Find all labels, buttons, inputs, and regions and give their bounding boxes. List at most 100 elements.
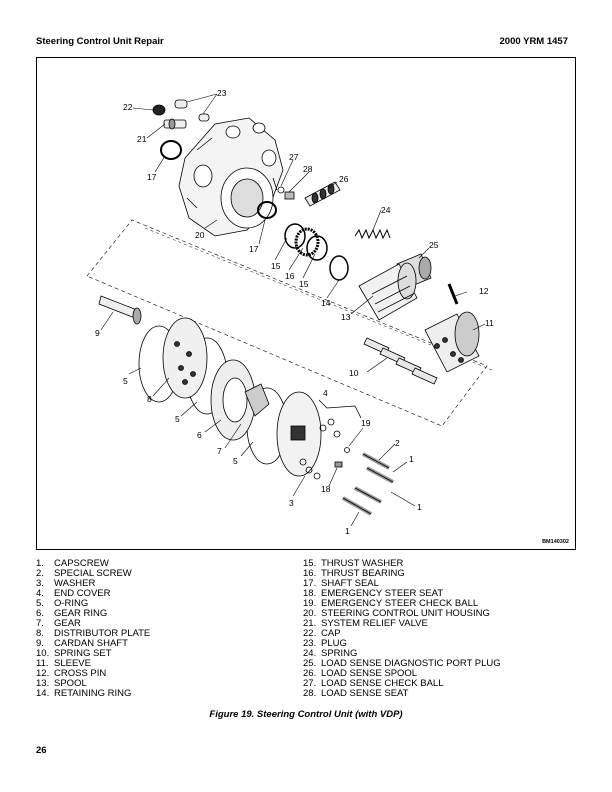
legend-item: 25.LOAD SENSE DIAGNOSTIC PORT PLUG xyxy=(303,658,501,669)
callout-15-b: 15 xyxy=(299,279,309,289)
check-ball-part-27 xyxy=(277,186,285,194)
callout-5-b: 5 xyxy=(175,414,180,424)
capscrews-part-1 xyxy=(342,452,394,516)
callout-14: 14 xyxy=(321,298,331,308)
callout-25: 25 xyxy=(429,240,439,250)
thrust-bearing-part-16 xyxy=(294,227,320,257)
parts-legend-right: 15.THRUST WASHER 16.THRUST BEARING 17.SH… xyxy=(303,559,573,699)
callout-11: 11 xyxy=(485,318,494,328)
shaft-seal-part-17 xyxy=(160,140,182,160)
legend-item: 26.LOAD SENSE SPOOL xyxy=(303,668,418,679)
callout-12: 12 xyxy=(479,286,489,296)
shaft-seal-part-17-lower xyxy=(257,201,277,219)
figure-code: BM140302 xyxy=(542,539,569,545)
callout-22: 22 xyxy=(123,102,133,112)
header-document-code: 2000 YRM 1457 xyxy=(499,36,569,47)
callout-21: 21 xyxy=(137,134,147,144)
legend-item: 2.SPECIAL SCREW xyxy=(36,568,132,579)
callout-5-a: 5 xyxy=(123,376,128,386)
check-ball-part-19 xyxy=(344,447,350,453)
cardan-shaft-part-9 xyxy=(98,295,142,325)
legend-item: 16.THRUST BEARING xyxy=(303,568,405,579)
housing-part-20 xyxy=(178,117,284,237)
legend-item: 11.SLEEVE xyxy=(36,658,91,669)
sleeve-part-11 xyxy=(424,311,480,373)
cross-pin-part-12 xyxy=(447,283,459,305)
legend-item: 1.CAPSCREW xyxy=(36,558,109,569)
legend-item: 6.GEAR RING xyxy=(36,608,108,619)
legend-item: 20.STEERING CONTROL UNIT HOUSING xyxy=(303,608,490,619)
legend-item: 15.THRUST WASHER xyxy=(303,558,404,569)
legend-item: 3.WASHER xyxy=(36,578,96,589)
load-sense-spool-part-26 xyxy=(304,181,341,207)
retaining-ring-part-14 xyxy=(329,255,349,281)
callout-1-a: 1 xyxy=(409,454,414,464)
spool-part-13 xyxy=(358,262,418,321)
legend-item: 14.RETAINING RING xyxy=(36,688,132,699)
legend-item: 28.LOAD SENSE SEAT xyxy=(303,688,409,699)
relief-valve-part-21 xyxy=(163,118,187,130)
callout-8: 8 xyxy=(147,394,152,404)
seat-part-18 xyxy=(334,461,343,468)
callout-27: 27 xyxy=(289,152,299,162)
thrust-washer-part-15 xyxy=(284,223,306,249)
leader-lines xyxy=(100,93,486,527)
thrust-washer-part-15-second xyxy=(306,235,328,261)
callout-16: 16 xyxy=(285,271,295,281)
legend-item: 24.SPRING xyxy=(303,648,358,659)
callout-23: 23 xyxy=(217,88,227,98)
legend-item: 19.EMERGENCY STEER CHECK BALL xyxy=(303,598,479,609)
legend-item: 10.SPRING SET xyxy=(36,648,112,659)
spring-part-24 xyxy=(354,228,391,240)
legend-item: 27.LOAD SENSE CHECK BALL xyxy=(303,678,444,689)
legend-item: 9.CARDAN SHAFT xyxy=(36,638,128,649)
callout-17-upper: 17 xyxy=(147,172,157,182)
cap-part-22 xyxy=(152,104,166,116)
gear-part-7 xyxy=(244,383,270,417)
callout-17-lower: 17 xyxy=(249,244,259,254)
assembly-outline-dashed xyxy=(86,219,488,427)
legend-item: 17.SHAFT SEAL xyxy=(303,578,379,589)
callout-1-c: 1 xyxy=(345,526,350,536)
callout-24: 24 xyxy=(381,205,391,215)
callout-6: 6 xyxy=(197,430,202,440)
callout-18: 18 xyxy=(321,484,331,494)
legend-item: 5.O-RING xyxy=(36,598,89,609)
callout-28: 28 xyxy=(303,164,313,174)
callout-2: 2 xyxy=(395,438,400,448)
end-cover-part-4 xyxy=(276,391,322,477)
callout-13: 13 xyxy=(341,312,351,322)
legend-item: 13.SPOOL xyxy=(36,678,87,689)
exploded-view-drawing: 23 22 21 17 20 27 28 26 24 25 17 15 16 1… xyxy=(86,88,494,536)
exploded-view-figure: 23 22 21 17 20 27 28 26 24 25 17 15 16 1… xyxy=(36,57,576,550)
callout-4: 4 xyxy=(323,388,328,398)
plug-part-23 xyxy=(174,99,210,122)
legend-item: 21.SYSTEM RELIEF VALVE xyxy=(303,618,428,629)
callout-15-a: 15 xyxy=(271,261,281,271)
callout-9: 9 xyxy=(95,328,100,338)
callout-5-c: 5 xyxy=(233,456,238,466)
legend-item: 4.END COVER xyxy=(36,588,111,599)
legend-item: 18.EMERGENCY STEER SEAT xyxy=(303,588,444,599)
callout-19: 19 xyxy=(361,418,371,428)
legend-item: 23.PLUG xyxy=(303,638,347,649)
page-number: 26 xyxy=(36,745,47,756)
distributor-plate-part-8 xyxy=(162,317,208,399)
header-section-title: Steering Control Unit Repair xyxy=(36,36,164,47)
callout-1-b: 1 xyxy=(417,502,422,512)
callout-20: 20 xyxy=(195,230,205,240)
legend-item: 8.DISTRIBUTOR PLATE xyxy=(36,628,151,639)
legend-item: 7.GEAR xyxy=(36,618,81,629)
callout-bracket-4 xyxy=(318,399,362,419)
legend-item: 22.CAP xyxy=(303,628,341,639)
figure-caption: Figure 19. Steering Control Unit (with V… xyxy=(209,709,403,720)
seat-part-28 xyxy=(284,191,295,200)
spring-set-part-10 xyxy=(363,337,438,385)
callout-10: 10 xyxy=(349,368,359,378)
gear-ring-part-6 xyxy=(210,359,256,441)
washer-set-part-3 xyxy=(299,418,341,480)
callout-7: 7 xyxy=(217,446,222,456)
legend-item: 12.CROSS PIN xyxy=(36,668,107,679)
callout-3: 3 xyxy=(289,498,294,508)
parts-legend-left: 1.CAPSCREW 2.SPECIAL SCREW 3.WASHER 4.EN… xyxy=(36,559,286,699)
